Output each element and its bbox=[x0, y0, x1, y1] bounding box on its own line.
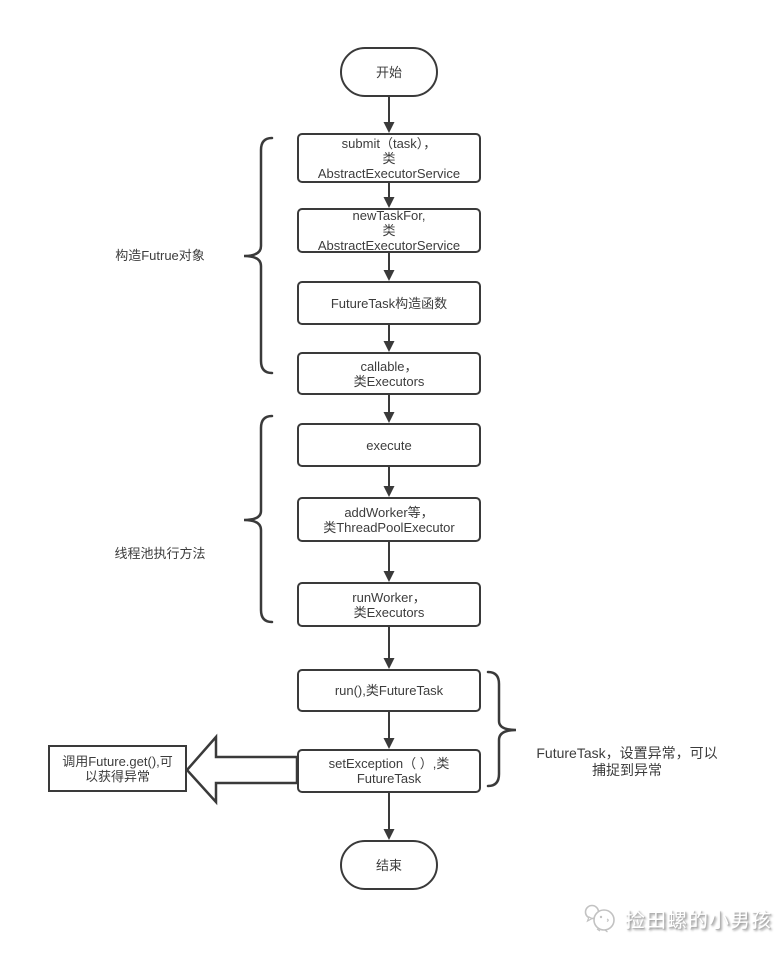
flow-arrows bbox=[383, 97, 395, 840]
execute-node: execute bbox=[297, 423, 481, 467]
start-node: 开始 bbox=[340, 47, 438, 97]
label-thread-pool-exec: 线程池执行方法 bbox=[114, 546, 206, 561]
brace-exception bbox=[486, 670, 517, 788]
watermark: 捡田螺的小男孩 bbox=[583, 903, 772, 933]
run-worker-node: runWorker， 类Executors bbox=[297, 582, 481, 627]
watermark-text: 捡田螺的小男孩 bbox=[625, 909, 772, 932]
future-get-callout: 调用Future.get(),可 以获得异常 bbox=[48, 745, 187, 792]
run-node: run(),类FutureTask bbox=[297, 669, 481, 712]
add-worker-node: addWorker等， 类ThreadPoolExecutor bbox=[297, 497, 481, 542]
brace-thread-pool bbox=[243, 414, 274, 624]
new-task-for-node: newTaskFor, 类 AbstractExecutorService bbox=[297, 208, 481, 253]
futuretask-constructor-node: FutureTask构造函数 bbox=[297, 281, 481, 325]
end-node: 结束 bbox=[340, 840, 438, 890]
submit-task-node: submit（task）， 类 AbstractExecutorService bbox=[297, 133, 481, 183]
snail-doodle-icon bbox=[584, 904, 615, 933]
brace-construct-future bbox=[243, 136, 274, 375]
callable-node: callable， 类Executors bbox=[297, 352, 481, 395]
label-exception-note: FutureTask，设置异常，可以 捕捉到异常 bbox=[536, 745, 718, 778]
set-exception-node: setException（ ）,类 FutureTask bbox=[297, 749, 481, 793]
label-construct-future: 构造Futrue对象 bbox=[115, 248, 205, 263]
block-arrow-left bbox=[185, 733, 299, 806]
